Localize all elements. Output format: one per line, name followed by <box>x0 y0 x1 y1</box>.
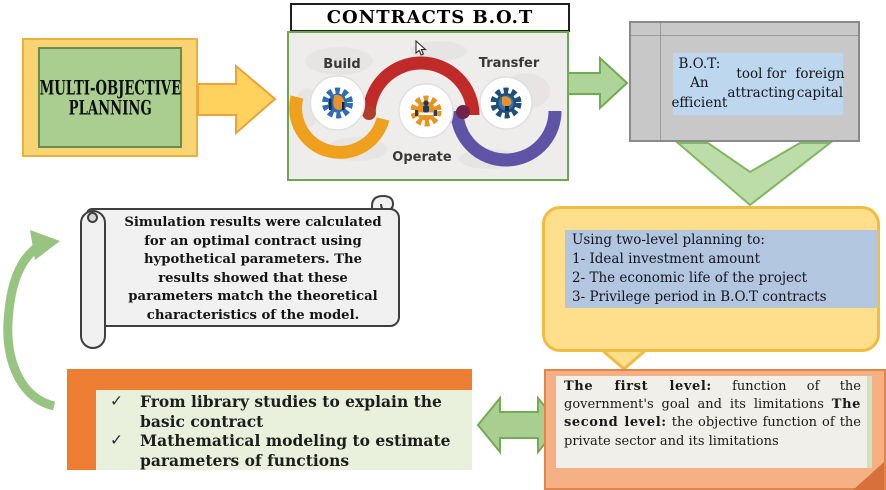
bot-note-lines: B.O.T: An efficient <box>671 55 728 111</box>
bot-arcs <box>289 56 562 167</box>
bot-note-box: B.O.T: An efficient tool for attracting … <box>629 21 860 142</box>
first-level-text: function of the government's goal and it… <box>564 379 861 413</box>
yellow-arrow-right <box>198 63 277 136</box>
bot-cycle-illustration: Build Transfer Operate <box>289 39 562 169</box>
checklist-box: ✓ From library studies to explain the ba… <box>96 390 472 470</box>
checklist-item-text: Mathematical modeling to estimate parame… <box>140 431 451 470</box>
scroll-line: characteristics of the model. <box>146 307 360 323</box>
checklist-item: ✓ Mathematical modeling to estimate para… <box>110 431 470 470</box>
scroll-line: results showed that these <box>158 270 348 286</box>
scroll-roll-cap <box>87 212 98 223</box>
green-curved-arrow <box>3 230 60 411</box>
scroll-line: Simulation results were calculated <box>124 215 382 230</box>
levels-paragraph: The first level: function of the governm… <box>564 378 861 451</box>
check-icon: ✓ <box>110 392 123 410</box>
simulation-scroll-text: Simulation results were calculated for a… <box>110 214 396 326</box>
folded-corner <box>853 462 884 490</box>
transfer-gear-icon <box>490 87 522 119</box>
bot-note-text: B.O.T: An efficient tool for attracting … <box>671 53 845 115</box>
cursor-icon <box>415 39 427 56</box>
contracts-bot-title: CONTRACTS B.O.T <box>290 3 570 32</box>
build-label: Build <box>323 57 360 72</box>
levels-text-panel: The first level: function of the governm… <box>556 376 872 468</box>
build-gear-icon <box>322 87 353 119</box>
multi-objective-line1: MULTI-OBJECTIVE <box>39 75 181 100</box>
scroll-line: parameters match the theoretical <box>128 289 378 305</box>
green-chevron-down-arrow <box>675 142 833 207</box>
gray-box-column-line <box>660 23 661 140</box>
check-icon: ✓ <box>110 431 123 449</box>
gray-box-header-line <box>631 35 858 36</box>
scroll-line: for an optimal contract using <box>144 233 362 249</box>
multi-objective-line2: PLANNING <box>68 95 152 120</box>
second-level-label: The second level: <box>564 397 861 431</box>
checklist-item: ✓ From library studies to explain the ba… <box>110 392 470 431</box>
bubble-line: 2- The economic life of the project <box>572 270 808 286</box>
build-arc <box>289 95 390 159</box>
second-level-text: the objective function of the private se… <box>564 415 861 449</box>
transfer-label: Transfer <box>479 56 540 71</box>
arc-joint-right <box>456 105 470 119</box>
simulation-scroll <box>86 208 400 327</box>
transfer-arc <box>450 110 562 167</box>
bubble-line: 3- Privilege period in B.O.T contracts <box>572 289 827 305</box>
arc-joint-left <box>362 106 376 120</box>
bubble-line: 1- Ideal investment amount <box>572 251 761 267</box>
scroll-left-roll <box>80 210 106 349</box>
operate-gear-icon <box>410 95 442 127</box>
two-level-planning-text: Using two-level planning to: 1- Ideal in… <box>565 230 878 308</box>
operate-label: Operate <box>392 150 452 165</box>
operate-arc <box>362 56 480 116</box>
first-level-label: The first level: <box>564 379 712 394</box>
checklist-item-text: From library studies to explain the basi… <box>140 392 442 431</box>
scroll-line: hypothetical parameters. The <box>143 252 363 268</box>
green-arrow-right <box>567 56 629 111</box>
bubble-line: Using two-level planning to: <box>572 232 765 248</box>
multi-objective-box: MULTI-OBJECTIVE PLANNING <box>38 47 182 148</box>
contracts-bot-graphic: Build Transfer Operate <box>287 31 569 181</box>
